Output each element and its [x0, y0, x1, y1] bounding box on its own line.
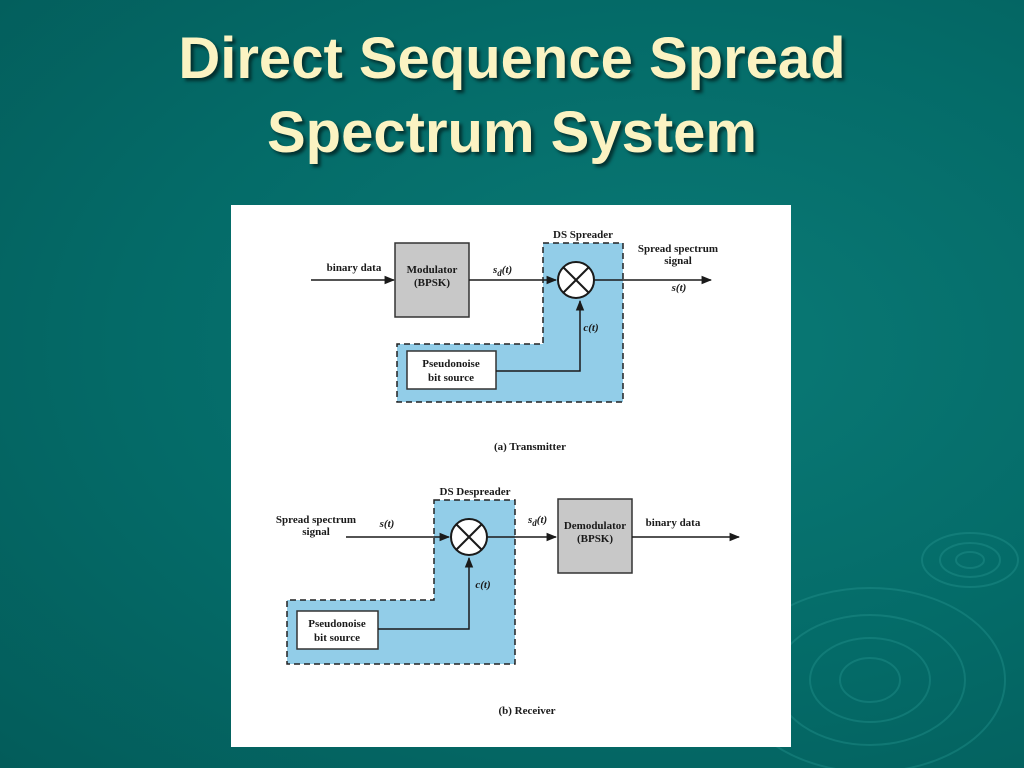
rx-input-signal: s(t)	[379, 518, 395, 530]
receiver-section: DS Despreader Spread spectrum signal s(t…	[276, 486, 741, 717]
rx-input-label-1: Spread spectrum	[276, 514, 356, 526]
demodulator-block	[557, 498, 633, 574]
rx-ct-arrow	[378, 556, 474, 630]
tx-caption: (a) Transmitter	[494, 441, 566, 453]
rx-pn-source-block	[296, 610, 379, 650]
tx-multiplier-icon	[557, 261, 595, 299]
rx-multiplier-icon	[450, 518, 488, 556]
block-diagram-svg: DS Spreader binary data Modulator (BPSK)…	[276, 229, 741, 717]
modulator-block	[394, 242, 470, 318]
rx-input-label-2: signal	[302, 526, 330, 538]
rx-output-label: binary data	[646, 517, 701, 529]
transmitter-section: DS Spreader binary data Modulator (BPSK)…	[311, 229, 718, 453]
tx-ct-label: c(t)	[583, 322, 598, 334]
rx-pn-label-1: Pseudonoise	[308, 618, 366, 630]
rx-caption: (b) Receiver	[498, 705, 555, 717]
tx-output-label-2: signal	[664, 255, 692, 267]
block-diagram-figure: DS Spreader binary data Modulator (BPSK)…	[231, 205, 791, 747]
ds-spreader-label: DS Spreader	[553, 229, 613, 241]
tx-output-signal: s(t)	[671, 282, 687, 294]
tx-output-label-1: Spread spectrum	[638, 243, 718, 255]
title-line-2: Spectrum System	[267, 100, 757, 165]
title-line-1: Direct Sequence Spread	[178, 26, 846, 91]
modulator-label-2: (BPSK)	[414, 277, 450, 289]
rx-pn-label-2: bit source	[314, 632, 360, 644]
modulator-label-1: Modulator	[407, 264, 458, 276]
tx-sd-label: sd(t)	[492, 264, 512, 278]
tx-pn-label-2: bit source	[428, 372, 474, 384]
demodulator-label-1: Demodulator	[564, 520, 626, 532]
tx-pn-label-1: Pseudonoise	[422, 358, 480, 370]
slide-title: Direct Sequence Spread Spectrum System	[0, 22, 1024, 170]
demodulator-label-2: (BPSK)	[577, 533, 613, 545]
rx-ct-label: c(t)	[475, 579, 490, 591]
ds-despreader-label: DS Despreader	[440, 486, 511, 498]
tx-input-label: binary data	[327, 262, 382, 274]
tx-pn-source-block	[406, 350, 497, 390]
tx-ct-arrow	[496, 299, 585, 372]
rx-sd-label: sd(t)	[527, 514, 547, 528]
